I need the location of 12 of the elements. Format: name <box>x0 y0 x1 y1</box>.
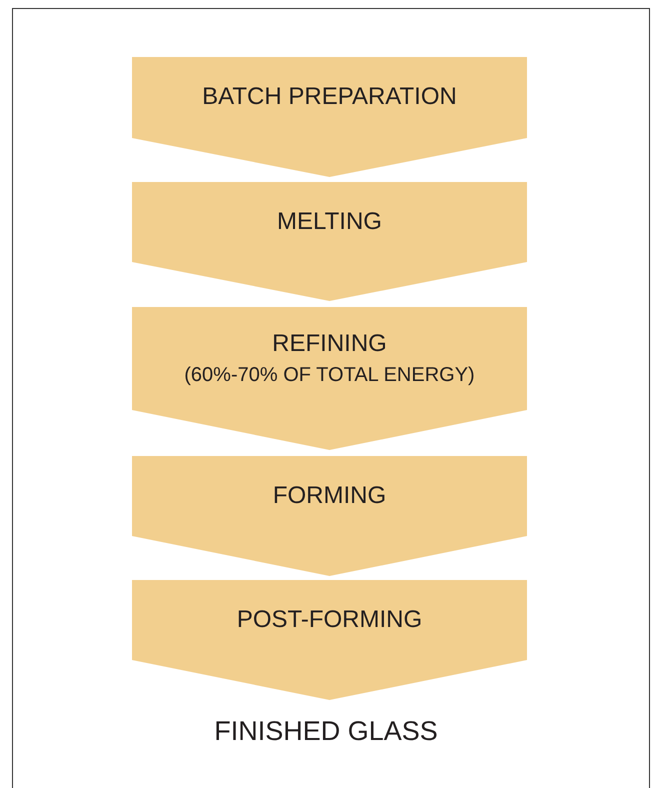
chevron-step <box>132 580 527 700</box>
result-label: FINISHED GLASS <box>214 716 438 747</box>
step-title: BATCH PREPARATION <box>202 84 457 111</box>
step-title: POST-FORMING <box>236 606 422 634</box>
step-note: (60%-70% OF TOTAL ENERGY) <box>184 364 475 386</box>
chevron-step <box>132 307 527 450</box>
chevron-step <box>132 456 527 576</box>
chevron-step <box>132 182 527 301</box>
step-title: REFINING <box>272 331 387 358</box>
step-title: MELTING <box>277 208 382 236</box>
step-title: FORMING <box>272 482 386 510</box>
chevron-step <box>132 57 527 177</box>
